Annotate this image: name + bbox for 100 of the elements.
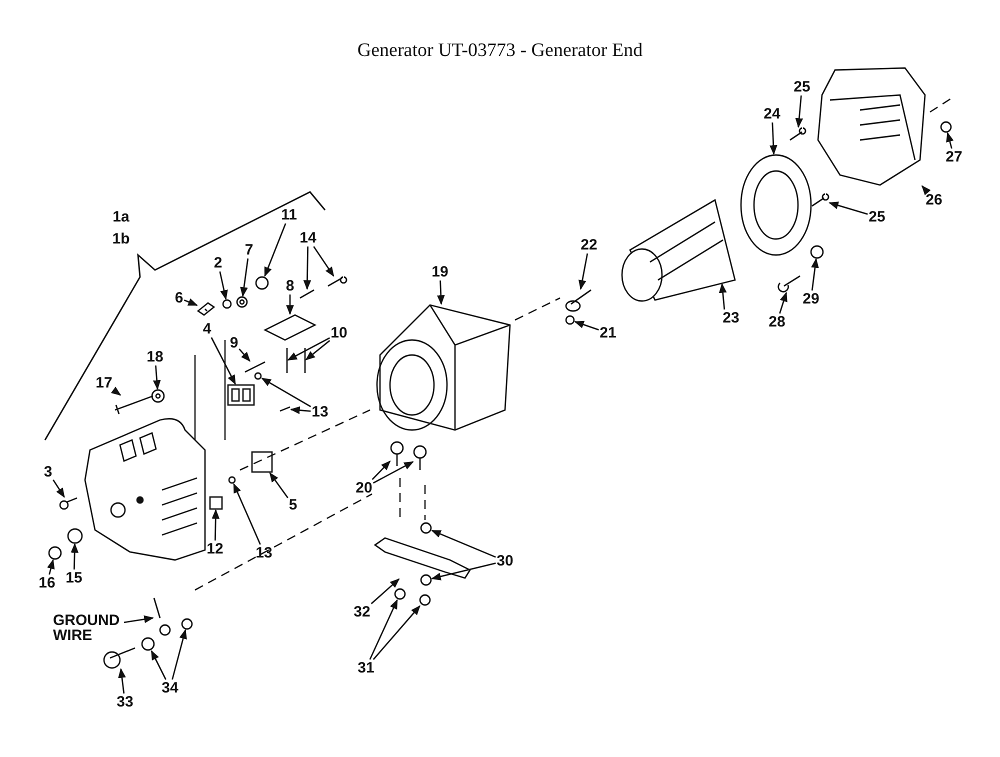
leader-line <box>47 559 55 575</box>
terminal-block-drawing <box>263 314 317 341</box>
callout-number: 31 <box>358 660 374 676</box>
washer-drawing <box>255 276 269 290</box>
leader-line <box>219 271 228 300</box>
callout-number: 26 <box>926 192 942 208</box>
screw-drawing <box>327 276 348 287</box>
leader-line <box>372 605 420 660</box>
housing-drawing <box>817 67 926 186</box>
callout-number: 13 <box>256 546 272 560</box>
callout-number: 30 <box>496 554 514 568</box>
washer-drawing <box>420 522 432 534</box>
callout-number: 25 <box>868 210 886 224</box>
washer-drawing <box>181 618 193 630</box>
leader-line <box>150 650 166 680</box>
rotor-drawing <box>621 198 736 302</box>
callout-number: 10 <box>330 326 348 340</box>
callout-number: 33 <box>116 694 134 710</box>
part-block <box>251 451 273 473</box>
washer-drawing <box>151 389 165 403</box>
callout-number: 12 <box>206 542 224 556</box>
leader-line <box>269 472 288 498</box>
callout-number: 21 <box>600 326 616 340</box>
washer-drawing <box>228 476 236 484</box>
leader-line <box>578 253 588 290</box>
callout-number: 7 <box>244 242 254 258</box>
leader-line <box>118 668 126 694</box>
leader-line <box>303 246 312 290</box>
callout-number: 29 <box>802 292 820 306</box>
callout-number: 9 <box>230 336 238 350</box>
callout-number: 18 <box>146 350 164 364</box>
leader-line <box>52 480 65 498</box>
leader-line <box>172 629 187 680</box>
callout-number: 20 <box>356 480 372 496</box>
leader-line <box>290 406 311 414</box>
leader-line <box>372 460 391 480</box>
callout-number: 14 <box>300 230 316 246</box>
callout-number: 6 <box>174 290 184 306</box>
leader-line <box>238 348 250 362</box>
callout-number: 24 <box>764 106 780 122</box>
washer-drawing <box>48 546 62 560</box>
leader-line <box>718 283 727 310</box>
leader-line <box>152 365 161 390</box>
leader-line <box>240 258 249 297</box>
leader-line <box>811 258 819 291</box>
washer-drawing <box>565 315 575 325</box>
callout-number: 27 <box>946 150 962 164</box>
nut-drawing <box>236 296 248 308</box>
mounting-bar-drawing <box>374 537 471 579</box>
callout-number: 34 <box>162 680 178 696</box>
ground-wire-drawing <box>153 598 171 636</box>
screw-drawing <box>789 127 806 141</box>
callout-number: 13 <box>312 404 328 420</box>
wire-lead-drawing <box>286 348 288 373</box>
wire-drawing <box>244 361 266 373</box>
diagram-title: Generator UT-03773 - Generator End <box>356 40 644 62</box>
wire-lead-drawing <box>304 348 306 373</box>
leader-line <box>921 185 931 196</box>
callout-number: 8 <box>286 278 294 294</box>
leader-line <box>828 202 868 215</box>
screw-drawing <box>300 289 314 299</box>
callout-number: 15 <box>66 570 82 586</box>
leader-line <box>369 599 398 660</box>
stud-drawing <box>565 289 592 312</box>
washer-drawing <box>141 637 155 651</box>
leader-line <box>372 461 414 484</box>
callout-number: 19 <box>432 264 448 280</box>
screw-drawing <box>811 193 830 207</box>
screw-drawing <box>103 647 136 669</box>
callout-number: 1b <box>112 232 130 246</box>
part-block <box>209 496 223 510</box>
fan-drawing <box>740 154 812 256</box>
washer-drawing <box>419 594 431 606</box>
screw-drawing <box>778 275 801 292</box>
leader-line <box>264 223 286 277</box>
washer-drawing <box>810 245 824 259</box>
callout-number: 5 <box>288 498 298 512</box>
leader-line <box>795 95 804 128</box>
bolt-drawing <box>413 445 427 470</box>
leader-line <box>770 122 778 155</box>
leader-line <box>124 615 154 624</box>
screw-drawing <box>280 406 290 412</box>
bolt-drawing <box>390 441 404 466</box>
callout-number: 25 <box>794 80 810 94</box>
washer-drawing <box>940 121 952 133</box>
callout-number: 1a <box>112 210 130 224</box>
stator-drawing <box>376 304 511 431</box>
leader-line <box>212 509 220 541</box>
washer-drawing <box>254 372 262 380</box>
callout-number: 11 <box>281 208 297 222</box>
leader-line <box>287 337 330 361</box>
receptacle-drawing <box>227 384 255 406</box>
leader-line <box>210 337 236 385</box>
washer-drawing <box>394 588 406 600</box>
leader-line <box>110 386 122 396</box>
callout-label: GROUND WIRE <box>53 613 123 643</box>
leader-line <box>370 578 400 604</box>
callout-number: 28 <box>768 314 786 330</box>
callout-number: 16 <box>38 576 56 590</box>
washer-drawing <box>67 528 83 544</box>
